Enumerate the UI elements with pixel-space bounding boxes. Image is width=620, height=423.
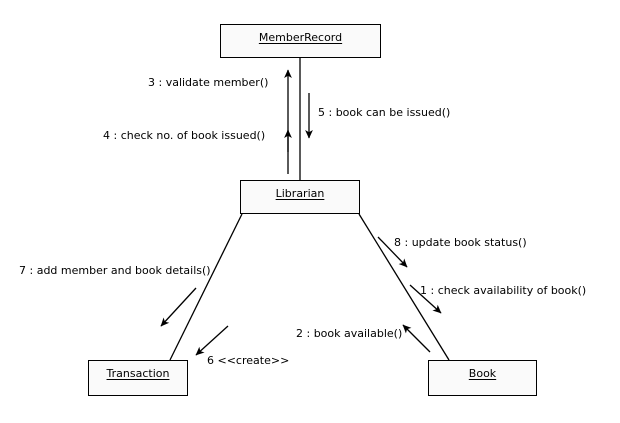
class-name-memberrecord: MemberRecord — [258, 31, 343, 44]
class-box-memberrecord[interactable]: MemberRecord — [220, 24, 381, 58]
message-arrow-6 — [195, 325, 229, 356]
message-label-6: 6 <<create>> — [207, 354, 290, 367]
message-arrow-1 — [409, 284, 442, 314]
message-label-2: 2 : book available() — [296, 327, 403, 340]
message-label-4: 4 : check no. of book issued() — [103, 129, 266, 142]
message-label-8: 8 : update book status() — [394, 236, 527, 249]
class-box-librarian[interactable]: Librarian — [240, 180, 360, 214]
message-label-3: 3 : validate member() — [148, 76, 269, 89]
message-arrow-7 — [160, 287, 197, 327]
link-librarian-transaction — [169, 213, 243, 361]
message-label-7: 7 : add member and book details() — [19, 264, 211, 277]
message-label-5: 5 : book can be issued() — [318, 106, 451, 119]
class-name-librarian: Librarian — [275, 187, 325, 200]
link-librarian-book — [358, 213, 450, 361]
class-box-transaction[interactable]: Transaction — [88, 360, 188, 396]
class-name-book: Book — [468, 367, 497, 380]
class-name-transaction: Transaction — [106, 367, 170, 380]
message-arrow-8 — [377, 236, 408, 268]
message-arrow-2 — [402, 324, 431, 353]
class-box-book[interactable]: Book — [428, 360, 537, 396]
message-label-1: 1 : check availability of book() — [420, 284, 587, 297]
